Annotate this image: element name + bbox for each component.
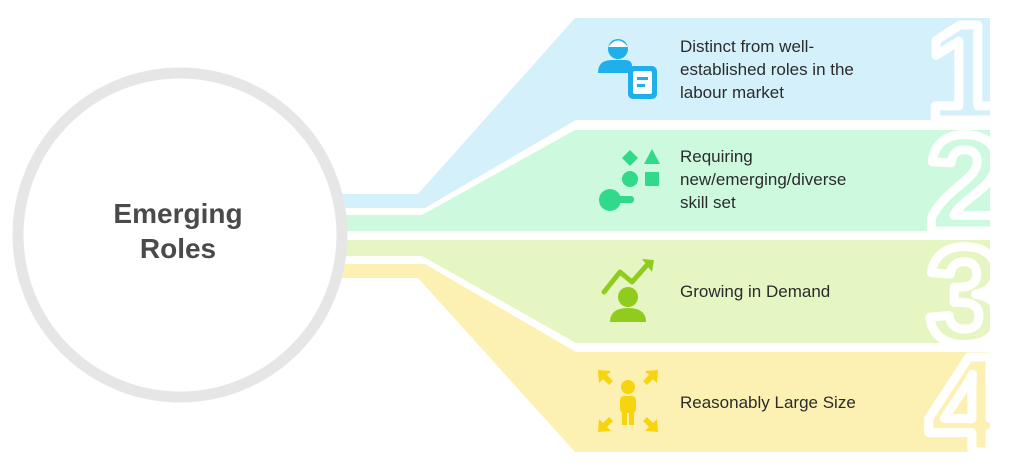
item-2-line-3: skill set <box>680 193 736 212</box>
item-4-line-1: Reasonably Large Size <box>680 393 856 412</box>
band-4 <box>340 264 990 452</box>
band-2 <box>344 130 990 231</box>
item-2-text: Requiring new/emerging/diverse skill set <box>680 145 910 214</box>
shapes-skill-icon <box>599 149 660 211</box>
item-1-line-3: labour market <box>680 83 784 102</box>
center-title: Emerging Roles <box>60 196 296 266</box>
item-1-text: Distinct from well- established roles in… <box>680 35 910 104</box>
band-number-3: 3 <box>927 219 1004 373</box>
item-3-line-1: Growing in Demand <box>680 282 831 301</box>
center-title-line-1: Emerging <box>113 198 243 229</box>
band-1 <box>340 18 990 208</box>
band-number-2: 2 <box>927 107 1004 261</box>
item-2-line-2: new/emerging/diverse <box>680 170 847 189</box>
center-title-line-2: Roles <box>139 233 217 264</box>
item-3-text: Growing in Demand <box>680 280 910 303</box>
item-2-line-1: Requiring <box>680 147 753 166</box>
worker-with-document-icon <box>598 39 657 99</box>
person-growth-chart-icon <box>601 259 654 322</box>
item-1-line-1: Distinct from well- <box>680 37 815 56</box>
band-3 <box>344 240 990 343</box>
item-1-line-2: established roles in the <box>680 60 854 79</box>
person-expand-arrows-icon <box>598 370 658 432</box>
band-number-1: 1 <box>927 0 1004 150</box>
center-circle <box>12 67 348 403</box>
band-number-4: 4 <box>927 328 1004 476</box>
item-4-text: Reasonably Large Size <box>680 391 910 414</box>
